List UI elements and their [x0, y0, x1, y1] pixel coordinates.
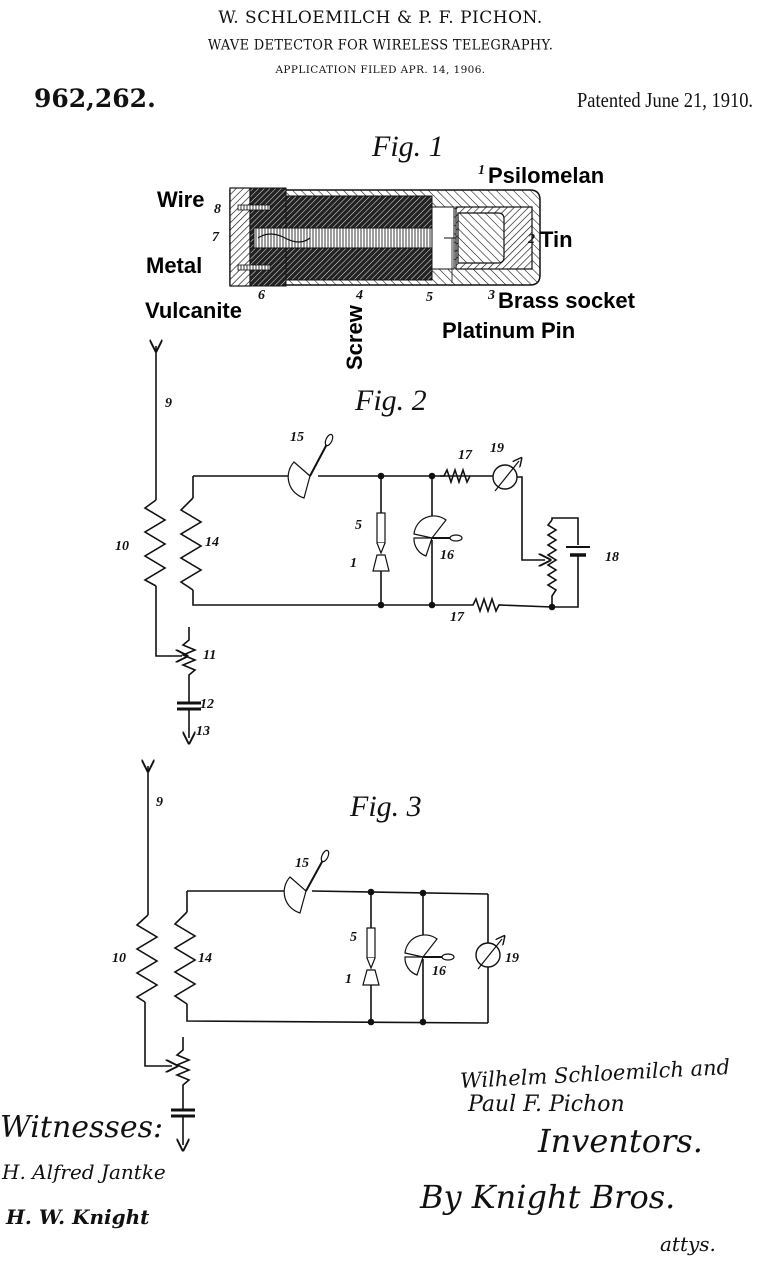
- fig1-title: Fig. 1: [372, 130, 444, 163]
- secondary-coil-14: [173, 911, 197, 1005]
- label-tin: Tin: [540, 227, 573, 252]
- ref-4: 4: [356, 288, 363, 303]
- label-wire: Wire: [157, 187, 205, 212]
- detector-pin-5: [376, 512, 386, 544]
- attorney-suffix: attys.: [660, 1232, 716, 1256]
- primary-coil-10: [143, 499, 167, 587]
- ref-18: 18: [605, 550, 619, 565]
- ref-9-fig3: 9: [156, 795, 163, 810]
- resistor-17-top: [440, 467, 493, 485]
- detector-pin-5: [366, 927, 376, 959]
- ref-17-bottom: 17: [450, 610, 464, 625]
- ref-1: 1: [478, 163, 485, 178]
- ref-15-fig3: 15: [295, 856, 309, 871]
- ref-17-top: 17: [458, 448, 472, 463]
- witnesses-label: Witnesses:: [0, 1110, 164, 1145]
- ref-8: 8: [214, 202, 221, 217]
- patented-date: Patented June 21, 1910.: [576, 88, 753, 112]
- label-screw: Screw: [342, 305, 367, 370]
- inventor-2-signature: Paul F. Pichon: [468, 1092, 625, 1117]
- ref-14-fig3: 14: [198, 951, 212, 966]
- label-platinum-pin: Platinum Pin: [442, 318, 576, 343]
- fig1-detector-cross-section: [229, 187, 541, 287]
- ref-5: 5: [426, 290, 433, 305]
- witness-2-signature: H. W. Knight: [6, 1205, 150, 1229]
- variable-resistor-11: [180, 627, 198, 692]
- ref-19-fig3: 19: [505, 951, 519, 966]
- ref-10: 10: [115, 539, 129, 554]
- fig2-title: Fig. 2: [355, 384, 427, 417]
- label-brass-socket: Brass socket: [498, 288, 635, 313]
- inventors-label: Inventors.: [538, 1122, 703, 1160]
- label-vulcanite: Vulcanite: [145, 298, 242, 323]
- label-metal: Metal: [146, 253, 203, 278]
- ref-11: 11: [203, 648, 217, 663]
- patent-title: WAVE DETECTOR FOR WIRELESS TELEGRAPHY.: [207, 37, 554, 54]
- fig2-circuit: [143, 346, 590, 738]
- ref-16: 16: [440, 548, 454, 563]
- switch-16: [404, 934, 438, 958]
- secondary-coil-14: [179, 497, 203, 591]
- ref-1-fig2: 1: [350, 556, 357, 571]
- attorney-signature: By Knight Bros.: [420, 1178, 676, 1216]
- central-screw: [253, 227, 435, 249]
- primary-coil-10: [135, 914, 159, 1003]
- ref-5-fig2: 5: [355, 518, 362, 533]
- ref-19: 19: [490, 441, 504, 456]
- detector-crystal-1: [372, 554, 390, 572]
- label-psilomelan: Psilomelan: [488, 163, 605, 188]
- metal-end-cap: [229, 187, 251, 287]
- spring-wire: [257, 233, 311, 243]
- potentiometer: [546, 519, 558, 607]
- switch-16: [413, 515, 447, 539]
- ref-3: 3: [488, 288, 495, 303]
- wire-screw-top: [237, 204, 271, 211]
- ref-2: 2: [528, 232, 535, 247]
- application-filed-date: APPLICATION FILED APR. 14, 1906.: [275, 64, 486, 76]
- ref-15: 15: [290, 430, 304, 445]
- witness-1-signature: H. Alfred Jantke: [2, 1160, 166, 1184]
- ref-16-fig3: 16: [432, 964, 446, 979]
- psilomelan-crystal: [457, 212, 505, 264]
- ref-14: 14: [205, 535, 219, 550]
- ref-10-fig3: 10: [112, 951, 126, 966]
- ref-13: 13: [196, 724, 210, 739]
- ref-9: 9: [165, 396, 172, 411]
- ref-1-fig3: 1: [345, 972, 352, 987]
- inventor-names-heading: W. SCHLOEMILCH & P. F. PICHON.: [218, 8, 543, 28]
- switch-15: [287, 461, 311, 499]
- wire-screw-bottom: [237, 264, 271, 271]
- patent-number: 962,262.: [34, 84, 156, 113]
- ref-12: 12: [200, 697, 214, 712]
- detector-crystal-1: [362, 969, 380, 986]
- ref-6: 6: [258, 288, 265, 303]
- ref-7: 7: [212, 230, 219, 245]
- ref-5-fig3: 5: [350, 930, 357, 945]
- fig3-title: Fig. 3: [350, 790, 422, 823]
- switch-15: [283, 876, 307, 914]
- fig3-circuit: [135, 766, 502, 1145]
